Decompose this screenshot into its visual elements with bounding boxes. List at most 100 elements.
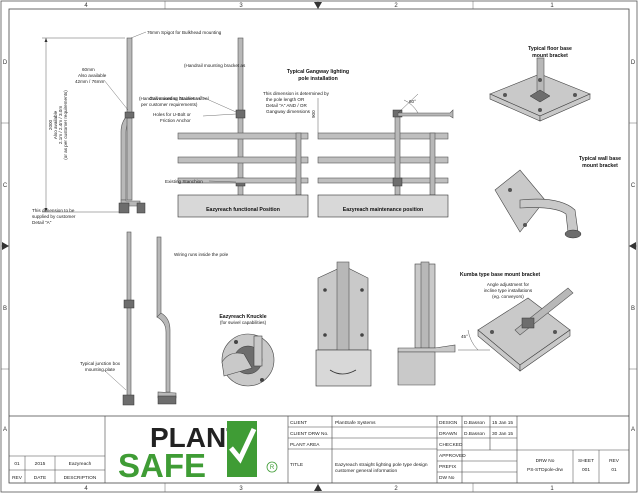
diameter-label-3: 42mm / 76mm [75,79,105,84]
design-date: 15 Jan 15 [492,420,513,426]
client-drw-label: CLIENT DRW No. [290,431,328,437]
wall-base-label-1: Typical wall base [579,156,621,162]
wall-base-bracket-drawing [494,169,582,239]
floor-base-bracket-drawing [489,57,591,122]
registered-icon [266,461,278,473]
registered-mark: R [270,465,275,471]
kumba-label: Kumba type base mount bracket [460,272,540,278]
revision-header-description: DESCRIPTION [64,475,97,481]
angle-60-label: 60° [409,99,416,104]
functional-position-label: Eazyreach functional Position [206,207,280,213]
knuckle-label-1: Eazyreach Knuckle [219,314,266,320]
plantsafe-logo: PLANT SAFE R [118,421,278,484]
kumba-bracket-drawing [458,287,574,372]
holes-label-1: Holes for U-Bolt or [153,112,191,117]
knuckle-drawing [221,333,275,387]
holes-label-2: Friction Anchor [160,118,191,123]
title-block [9,415,629,483]
height-label-2: Also available [53,110,58,139]
grid-row-right-C: C [631,183,636,189]
drawn-label: DRAWN [439,431,457,437]
rev-label: REV [609,458,620,464]
knuckle-label-2: (for swivel capabilities) [220,320,267,325]
grid-col-top-1: 1 [550,3,554,9]
determined-label-2: the pole length OR [266,97,305,102]
revision-rev-value: 01 [14,461,20,467]
client-label: CLIENT [290,420,307,426]
maintenance-position-drawing: Eazyreach maintenance position [317,93,454,218]
customer-dimension-label-2: supplied by customer [32,214,76,219]
diameter-label-1: 60mm [82,67,95,72]
adjust-label-3: (eg. conveyors) [492,294,524,299]
prefix-label: PREFIX [439,464,457,470]
logo-check-icon [229,427,257,464]
junction-label-2: mounting plate [85,367,116,372]
junction-box-pole-drawing [103,231,177,406]
diameter-label-2: Also available [78,73,107,78]
grid-row-left-D: D [3,60,8,66]
grid-row-right-B: B [631,306,635,312]
plant-area-label: PLANT AREA [290,442,320,448]
grid-col-top-3: 3 [239,3,243,9]
customer-dimension-label-1: This dimension to be [32,208,75,213]
sheet-value: 001 [582,467,590,473]
grid-row-left-A: A [3,427,7,433]
handrail-bracket-2: per customer requirements) [141,102,198,107]
rev-value: 01 [611,467,617,473]
height-label-3: 2.1m / 2.4m / 3.0m [58,106,63,144]
functional-position-drawing: Eazyreach functional Position [177,37,309,218]
sheet-label: SHEET [578,458,594,464]
stanchion-label: Existing Stanchion [165,179,203,184]
lighting-title-1: Typical Gangway lighting [287,69,349,75]
determined-label-3: Detail "A" AND / OR [266,103,307,108]
grid-row-right-A: A [631,427,635,433]
junction-label-1: Typical junction box [80,361,121,366]
wiring-label: Wiring runs inside the pole [174,252,229,257]
grid-col-bottom-2: 2 [394,486,398,492]
logo-safe-text: SAFE [118,447,206,484]
drawn-date: 30 Jan 15 [492,431,513,437]
revision-date-value: 2015 [35,461,46,467]
title-label: TITLE [290,462,303,468]
adjust-label-2: incline type installations [484,288,533,293]
drw-no-label: DRW No [536,458,555,464]
wall-base-label-2: mount bracket [582,163,618,169]
adjust-label-1: Angle adjustment for [487,282,530,287]
grid-col-bottom-1: 1 [550,486,554,492]
angle-45-label: 45° [461,334,468,339]
galv-label: Galvanised or Stainless steel [149,96,208,101]
maintenance-position-label: Eazyreach maintenance position [343,207,423,213]
grid-col-top-4: 4 [84,3,88,9]
title-value-1: Eazyreach straight lighting pole type de… [335,462,428,468]
grid-col-top-2: 2 [394,3,398,9]
client-value: PlantSafe Systems [335,420,376,426]
dw-no-label: DW No [439,475,455,481]
floor-base-label-1: Typical floor base [528,46,572,52]
checked-label: CHECKED [439,442,463,448]
determined-label-4: Gangway dimensions [266,109,311,114]
customer-dimension-label-3: Detail "A" [32,220,52,225]
revision-header-rev: REV [12,475,23,481]
revision-header-date: DATE [34,475,46,481]
grid-row-left-C: C [3,183,8,189]
determined-label-1: This dimension is determined by [263,91,330,96]
floor-base-label-2: mount bracket [532,53,568,59]
approved-label: APPROVED [439,453,466,459]
title-value-2: customer general information [335,468,397,474]
revision-description-value: Eazyreach [69,461,92,467]
handrail-label-1: (Handrail mounting bracket as [184,63,246,68]
lighting-title-2: pole installation [298,76,338,82]
spigot-label: 76mm Spigot for Bulkhead mounting [147,30,222,35]
grid-row-left-B: B [3,306,7,312]
base-plate-bracket-drawing [315,261,372,387]
height-label-4: (or as per customer requirements) [63,90,68,160]
design-name: D.Basson [464,420,485,426]
dim-900-label: 900 [311,110,316,118]
drawn-name: D.Basson [464,431,485,437]
grid-row-right-D: D [631,60,636,66]
height-label-1: 2000 [48,119,53,130]
side-view-bracket-drawing [397,261,456,386]
design-label: DESIGN [439,420,458,426]
